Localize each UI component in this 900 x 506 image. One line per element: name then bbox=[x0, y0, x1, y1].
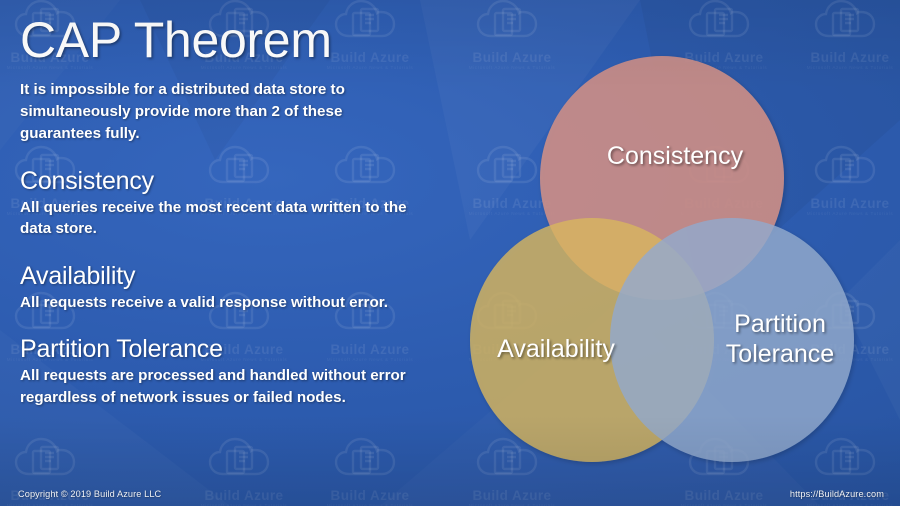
footer-copyright: Copyright © 2019 Build Azure LLC bbox=[18, 489, 162, 499]
section-heading-availability: Availability bbox=[20, 261, 136, 290]
section-consistency: Consistency All queries receive the most… bbox=[20, 167, 436, 240]
venn-circle-partition-tolerance bbox=[610, 218, 854, 462]
section-heading-partition-tolerance: Partition Tolerance bbox=[20, 335, 223, 364]
section-heading-consistency: Consistency bbox=[20, 166, 154, 195]
intro-paragraph: It is impossible for a distributed data … bbox=[20, 81, 345, 142]
section-body-availability: All requests receive a valid response wi… bbox=[20, 293, 389, 311]
section-body-consistency: All queries receive the most recent data… bbox=[20, 198, 407, 238]
section-availability: Availability All requests receive a vali… bbox=[20, 262, 436, 314]
section-partition-tolerance: Partition Tolerance All requests are pro… bbox=[20, 335, 436, 408]
footer-url[interactable]: https://BuildAzure.com bbox=[789, 489, 884, 499]
venn-diagram: Consistency Availability Partition Toler… bbox=[440, 20, 890, 475]
text-column: CAP Theorem It is impossible for a distr… bbox=[18, 14, 436, 425]
page-title: CAP Theorem bbox=[20, 12, 332, 68]
footer: Copyright © 2019 Build Azure LLC https:/… bbox=[0, 478, 900, 506]
section-body-partition-tolerance: All requests are processed and handled w… bbox=[20, 367, 406, 406]
